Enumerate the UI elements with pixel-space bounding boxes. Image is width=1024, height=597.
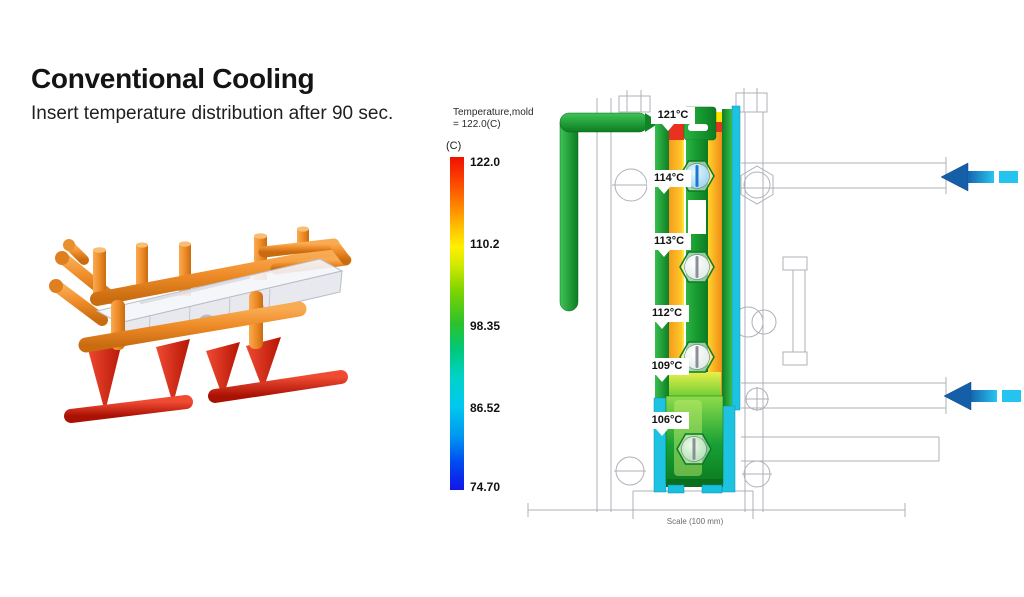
legend-header: Temperature,mold = 122.0(C) xyxy=(453,107,534,131)
legend-name: Temperature,mold xyxy=(453,107,534,118)
scale-label: Scale (100 mm) xyxy=(666,517,724,526)
engineering-linework xyxy=(527,88,947,519)
hex-bolt-feature-2 xyxy=(679,251,715,283)
manifold-front-tube xyxy=(78,291,307,353)
hot-red-legs xyxy=(64,334,348,423)
temp-callout-106: 106°C xyxy=(645,412,689,436)
color-scale-bar xyxy=(450,157,464,490)
temp-callout-114: 114°C xyxy=(647,170,691,194)
temp-callout-112: 112°C xyxy=(645,305,689,329)
temp-callout-121: 121°C xyxy=(651,107,695,131)
legend-tick: 122.0 xyxy=(470,155,501,169)
legend-value: = 122.0(C) xyxy=(453,119,501,130)
temp-callout-113: 113°C xyxy=(647,233,691,257)
legend-tick: 98.35 xyxy=(470,319,501,333)
cross-section-diagram xyxy=(527,88,1021,519)
legend-tick: 86.52 xyxy=(470,401,501,415)
flow-arrow-icon xyxy=(943,381,1021,411)
cooling-channel-right xyxy=(731,105,741,411)
legend-tick: 110.2 xyxy=(470,237,500,251)
legend-tick: 74.70 xyxy=(470,480,501,494)
flow-arrow-icon xyxy=(940,162,1018,192)
coolant-pipe xyxy=(559,112,660,312)
insert-3d-render xyxy=(49,226,352,423)
hex-bolt-feature-4 xyxy=(676,433,712,465)
page-subtitle: Insert temperature distribution after 90… xyxy=(31,103,394,124)
page-title: Conventional Cooling xyxy=(31,63,315,94)
legend-unit: (C) xyxy=(446,140,462,152)
temp-callout-109: 109°C xyxy=(645,358,689,382)
